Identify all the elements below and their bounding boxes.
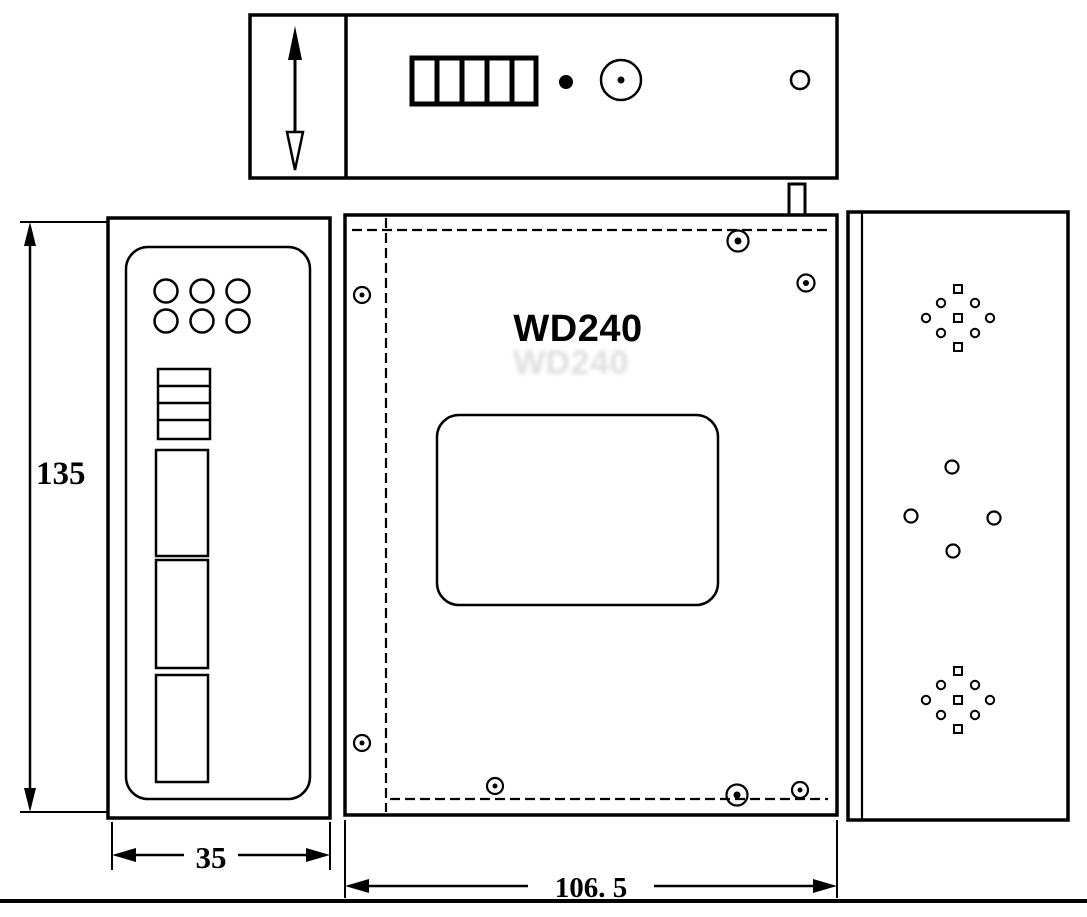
main-view-outline [343, 213, 839, 817]
antenna-mount-tab [787, 182, 807, 217]
arrowhead-up [288, 26, 302, 60]
indicator-dot [559, 75, 573, 89]
arrowhead-right [813, 879, 837, 893]
led-indicators [153, 278, 251, 334]
model-label-ghost: WD240 [513, 344, 629, 382]
antenna-connector [599, 58, 643, 102]
screw-hole [352, 733, 372, 753]
terminal-block [409, 55, 539, 107]
dimension-body-width: 106. 5 [344, 820, 838, 904]
led-indicator [153, 278, 179, 304]
screw-hole [726, 229, 750, 253]
port-slot [154, 558, 210, 670]
terminal-strip [156, 367, 212, 441]
top-view [248, 13, 839, 180]
arrowhead-right [306, 848, 330, 862]
dimension-front-width: 35 [111, 822, 331, 875]
port-slot [154, 673, 210, 784]
model-label: WD240 [513, 308, 642, 350]
main-view: WD240 WD240 [343, 213, 839, 817]
arrowhead-down [285, 130, 305, 171]
front-panel [124, 245, 312, 801]
port-slots [154, 448, 210, 784]
screw-hole [352, 285, 372, 305]
screw-hole [485, 776, 505, 796]
mounting-hole [944, 459, 960, 475]
led-indicator [189, 278, 215, 304]
screw-hole [725, 783, 749, 807]
mounting-hole [903, 508, 919, 524]
side-view-outline [846, 210, 1070, 822]
arrowhead-down [24, 788, 36, 812]
dim-height-label: 135 [36, 456, 86, 492]
screw-hole [796, 273, 816, 293]
front-view [106, 216, 332, 820]
mounting-holes [903, 459, 1002, 559]
led-indicator [153, 308, 179, 334]
screw-holes [352, 229, 816, 807]
reset-hole [789, 69, 811, 91]
dim-body-width-label: 106. 5 [555, 872, 628, 904]
mounting-hole [986, 510, 1002, 526]
product-label-area [435, 413, 720, 607]
front-view-outline [106, 216, 332, 820]
arrowhead-up [24, 222, 36, 246]
hidden-edge-lines [352, 218, 830, 812]
screw-hole [790, 780, 810, 800]
led-indicator [225, 308, 251, 334]
port-slot [154, 448, 210, 558]
height-direction-arrow [285, 26, 305, 171]
arrowhead-left [112, 848, 136, 862]
led-indicator [225, 278, 251, 304]
vent-pattern-bottom [920, 666, 996, 734]
arrowhead-left [345, 879, 369, 893]
led-indicator [189, 308, 215, 334]
vent-pattern-top [920, 284, 996, 352]
dimension-height: 135 [20, 221, 108, 813]
dim-front-width-label: 35 [196, 840, 227, 875]
top-view-outline [248, 13, 839, 180]
mounting-hole [945, 543, 961, 559]
side-view [846, 210, 1070, 822]
